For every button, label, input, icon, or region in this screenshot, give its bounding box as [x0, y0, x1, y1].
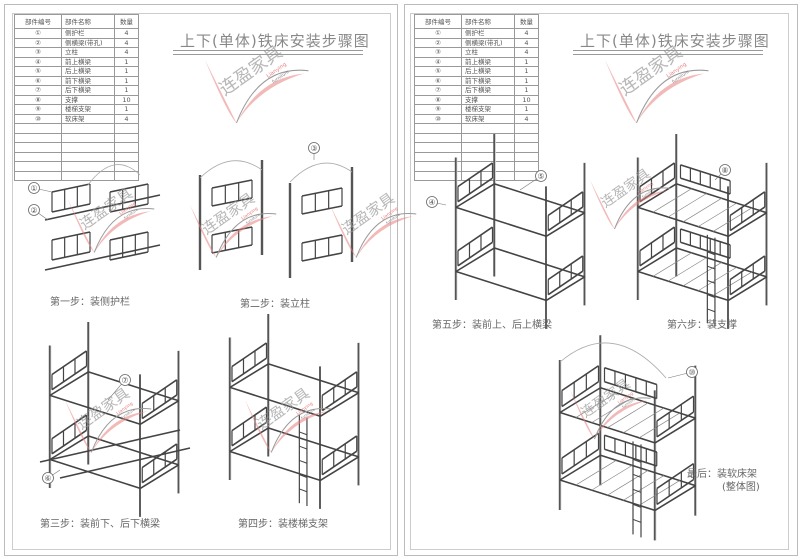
watermark-sub-text: furniture — [621, 397, 636, 409]
callout-c6: ⑥ — [42, 469, 61, 484]
assembly-arc — [199, 160, 263, 179]
callout-number: ⑧ — [721, 166, 728, 175]
callout-c7: ⑦ — [107, 374, 131, 401]
left-sheet — [4, 4, 398, 556]
empty-row — [14, 170, 139, 181]
right-sheet — [404, 4, 798, 556]
header-part-name: 部件名称 — [61, 14, 115, 29]
table-header-row: 部件编号 部件名称 数量 — [14, 14, 139, 29]
callout-number: ⑥ — [44, 474, 51, 483]
callout-number: ③ — [310, 144, 317, 153]
header-part-no: 部件编号 — [14, 14, 62, 29]
callout-number: ⑤ — [537, 172, 544, 181]
page-title-right: 上下(单体)铁床安装步骤图 — [580, 32, 770, 50]
left-sheet-frame — [12, 13, 391, 550]
final-drawing — [558, 335, 697, 541]
step-3-label: 第三步：装前下、后下横梁 — [40, 519, 160, 530]
title-underline-right — [573, 50, 763, 55]
callout-c3: ③ — [308, 142, 320, 160]
header-qty: 数量 — [114, 14, 139, 29]
callout-c4: ④ — [426, 196, 447, 208]
step-6-drawing — [636, 133, 769, 329]
assembly-arc — [87, 164, 141, 186]
title-underline-left — [173, 50, 363, 55]
final-step-sublabel: (整体图) — [722, 482, 760, 493]
callout-number: ⑩ — [688, 368, 695, 377]
step-2-label: 第二步：装立柱 — [240, 299, 310, 310]
loose-beams — [39, 429, 191, 479]
table-header-row: 部件编号 部件名称 数量 — [414, 14, 539, 29]
step-3-drawing — [48, 321, 181, 517]
watermark-sub-text: furniture — [641, 187, 656, 199]
assembly-arc — [289, 162, 353, 183]
page-title-left: 上下(单体)铁床安装步骤图 — [180, 32, 370, 50]
callout-number: ② — [30, 206, 37, 215]
callout-number: ① — [30, 184, 37, 193]
step-5-label: 第五步：装前上、后上横梁 — [432, 320, 552, 331]
callout-c10: ⑩ — [667, 366, 698, 379]
callout-number: ④ — [428, 198, 435, 207]
header-qty: 数量 — [514, 14, 539, 29]
final-step-label: 最后：装软床架 — [687, 469, 757, 480]
empty-row — [414, 170, 539, 181]
header-part-no: 部件编号 — [414, 14, 462, 29]
step-1-drawing — [44, 183, 161, 271]
callout-number: ⑦ — [121, 376, 128, 385]
right-sheet-frame — [410, 13, 789, 550]
callout-c8: ⑧ — [714, 164, 731, 181]
step-4-drawing — [228, 313, 361, 509]
step-1-label: 第一步：装侧护栏 — [50, 297, 130, 308]
step-4-label: 第四步：装楼梯支架 — [238, 519, 328, 530]
step-6-label: 第六步：装支撑 — [667, 320, 737, 331]
step-5-drawing — [454, 133, 587, 329]
callout-c1: ① — [28, 182, 53, 194]
callout-c5: ⑤ — [519, 170, 547, 191]
callout-c2: ② — [28, 204, 49, 221]
assembly-arc — [559, 342, 667, 379]
